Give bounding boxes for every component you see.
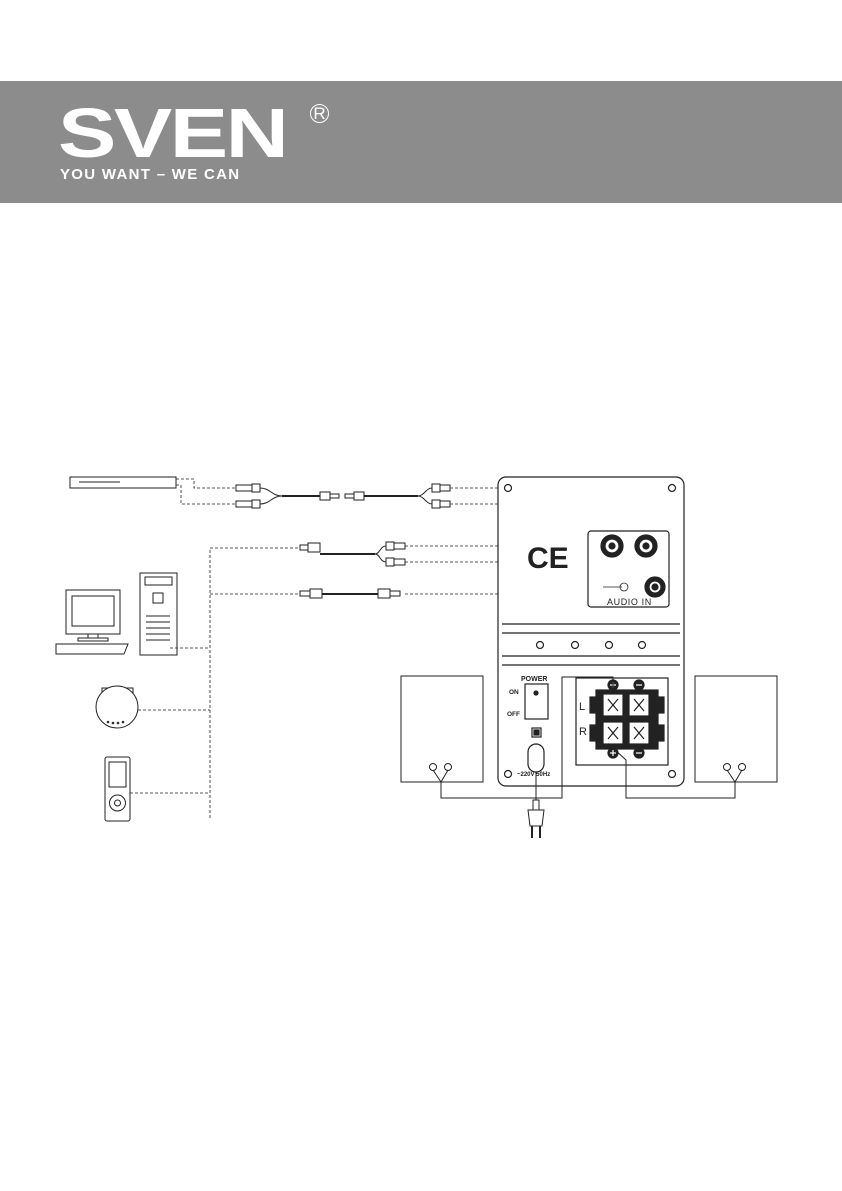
ce-mark: CE xyxy=(527,542,569,575)
slogan: YOU WANT – WE CAN xyxy=(60,166,241,183)
brand-name: SVEN xyxy=(58,94,289,172)
left-satellite-speaker xyxy=(400,675,484,783)
off-label: OFF xyxy=(507,711,520,718)
right-satellite-speaker xyxy=(694,675,778,783)
subwoofer-rear-panel xyxy=(497,476,685,787)
on-label: ON xyxy=(509,689,519,696)
voltage-label: ~220V 50Hz xyxy=(517,772,550,778)
power-plug-icon xyxy=(527,799,545,838)
power-switch xyxy=(524,683,549,720)
cd-player-icon xyxy=(95,685,139,729)
pc-icon xyxy=(55,572,178,656)
mp3-player-icon xyxy=(104,756,131,822)
dvd-player-icon xyxy=(69,476,177,489)
registered-mark: R xyxy=(310,104,329,123)
left-channel-label: L xyxy=(579,701,585,713)
header-band xyxy=(0,81,842,203)
power-label: POWER xyxy=(521,676,547,683)
audio-in-label: AUDIO IN xyxy=(607,597,652,607)
right-channel-label: R xyxy=(579,726,587,738)
